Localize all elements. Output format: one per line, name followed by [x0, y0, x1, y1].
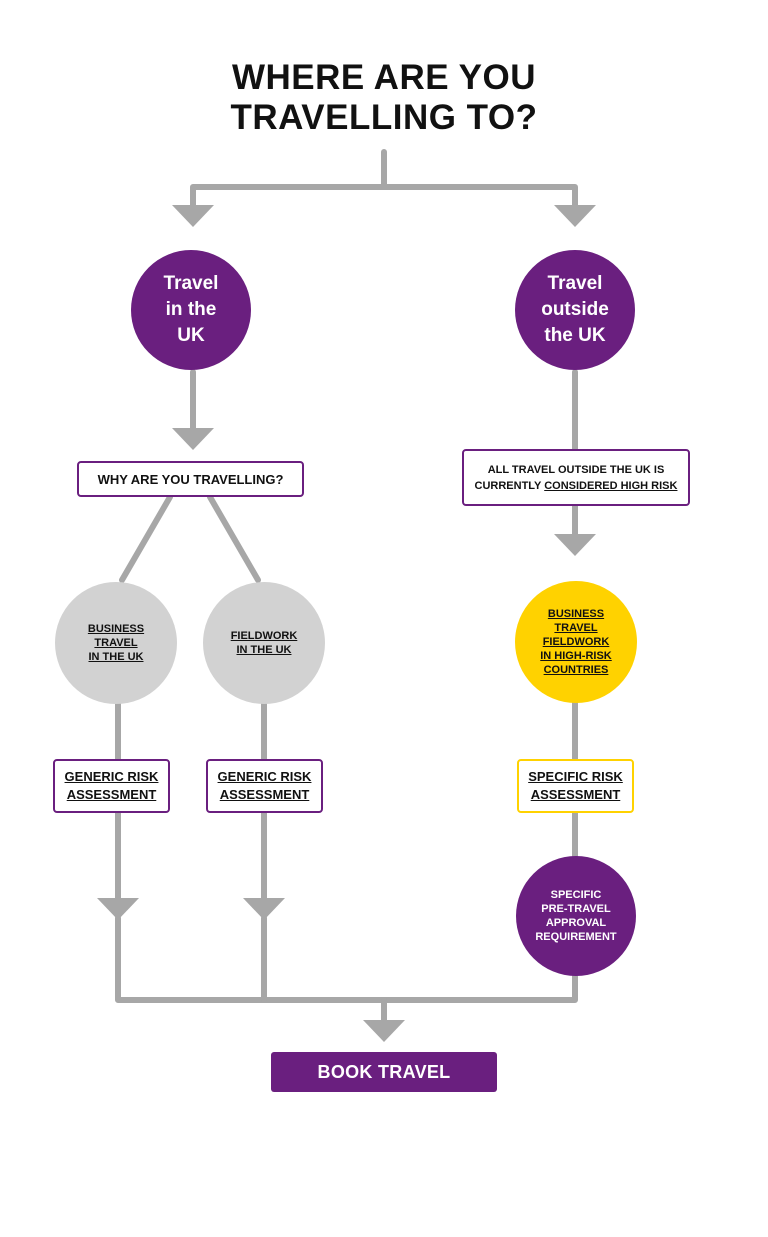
- why-travelling-box: WHY ARE YOU TRAVELLING?: [77, 461, 304, 497]
- circle-label: Travel: [163, 273, 219, 294]
- page-title: WHERE ARE YOU TRAVELLING TO?: [0, 58, 768, 138]
- box-label: WHY ARE YOU TRAVELLING?: [97, 471, 284, 487]
- box-label: CURRENTLY: [474, 479, 542, 492]
- circle-label: REQUIREMENT: [535, 931, 617, 943]
- fieldwork-uk-circle[interactable]: FIELDWORK IN THE UK: [203, 582, 325, 704]
- circle-label: the UK: [544, 325, 606, 346]
- box-label: GENERIC RISK: [64, 769, 159, 784]
- box-label: ASSESSMENT: [66, 787, 157, 802]
- box-label-line-2: CURRENTLY CONSIDERED HIGH RISK: [475, 478, 678, 494]
- connector-bottom-merge: [115, 915, 578, 1003]
- circle-label: APPROVAL: [545, 917, 607, 929]
- high-risk-countries-circle[interactable]: BUSINESS TRAVEL FIELDWORK IN HIGH-RISK C…: [515, 581, 637, 703]
- circle-label: IN THE UK: [236, 644, 292, 656]
- arrow-down-icon: [172, 205, 214, 227]
- circle-label: outside: [541, 299, 609, 320]
- circle-label: IN THE UK: [88, 651, 144, 663]
- high-risk-notice-box: ALL TRAVEL OUTSIDE THE UK IS CURRENTLY C…: [462, 449, 690, 506]
- generic-risk-assessment-link-2[interactable]: GENERIC RISK ASSESSMENT: [206, 759, 323, 813]
- circle-label: IN HIGH-RISK: [540, 650, 612, 662]
- circle-label: BUSINESS: [547, 608, 605, 620]
- business-travel-uk-circle[interactable]: BUSINESS TRAVEL IN THE UK: [55, 582, 177, 704]
- arrow-down-icon: [554, 205, 596, 227]
- circle-label: TRAVEL: [94, 637, 138, 649]
- circle-label: BUSINESS: [87, 623, 145, 635]
- generic-risk-assessment-link-1[interactable]: GENERIC RISK ASSESSMENT: [53, 759, 170, 813]
- title-line-1: WHERE ARE YOU: [231, 58, 537, 97]
- travel-outside-uk-circle: Travel outside the UK: [515, 250, 635, 370]
- circle-label: PRE-TRAVEL: [541, 903, 611, 915]
- arrow-down-icon: [172, 428, 214, 450]
- arrow-down-icon: [97, 898, 139, 920]
- book-travel-label: BOOK TRAVEL: [317, 1061, 451, 1082]
- travel-in-uk-circle: Travel in the UK: [131, 250, 251, 370]
- circle-label: SPECIFIC: [550, 889, 602, 901]
- box-label: ALL TRAVEL OUTSIDE THE UK IS: [487, 463, 665, 476]
- connector-branch-left: [119, 494, 173, 583]
- specific-risk-assessment-link[interactable]: SPECIFIC RISK ASSESSMENT: [517, 759, 634, 813]
- box-label: GENERIC RISK: [217, 769, 312, 784]
- box-label: ASSESSMENT: [219, 787, 310, 802]
- box-label: ASSESSMENT: [530, 787, 621, 802]
- connector-top-split: [190, 184, 578, 208]
- arrow-down-icon: [243, 898, 285, 920]
- circle-label: in the: [165, 299, 217, 320]
- considered-high-risk-link[interactable]: CONSIDERED HIGH RISK: [544, 479, 678, 492]
- circle-label: COUNTRIES: [543, 664, 609, 676]
- circle-label: Travel: [547, 273, 603, 294]
- circle-label: FIELDWORK: [230, 630, 298, 642]
- circle-label: UK: [177, 325, 205, 346]
- book-travel-button[interactable]: BOOK TRAVEL: [271, 1052, 497, 1092]
- pre-travel-approval-circle: SPECIFIC PRE-TRAVEL APPROVAL REQUIREMENT: [516, 856, 636, 976]
- circle-label: TRAVEL: [554, 622, 598, 634]
- title-line-2: TRAVELLING TO?: [230, 98, 538, 137]
- connector-branch-right: [207, 494, 261, 583]
- arrow-down-icon: [554, 534, 596, 556]
- box-label: SPECIFIC RISK: [528, 769, 623, 784]
- circle-label: FIELDWORK: [542, 636, 610, 648]
- arrow-down-icon: [363, 1020, 405, 1042]
